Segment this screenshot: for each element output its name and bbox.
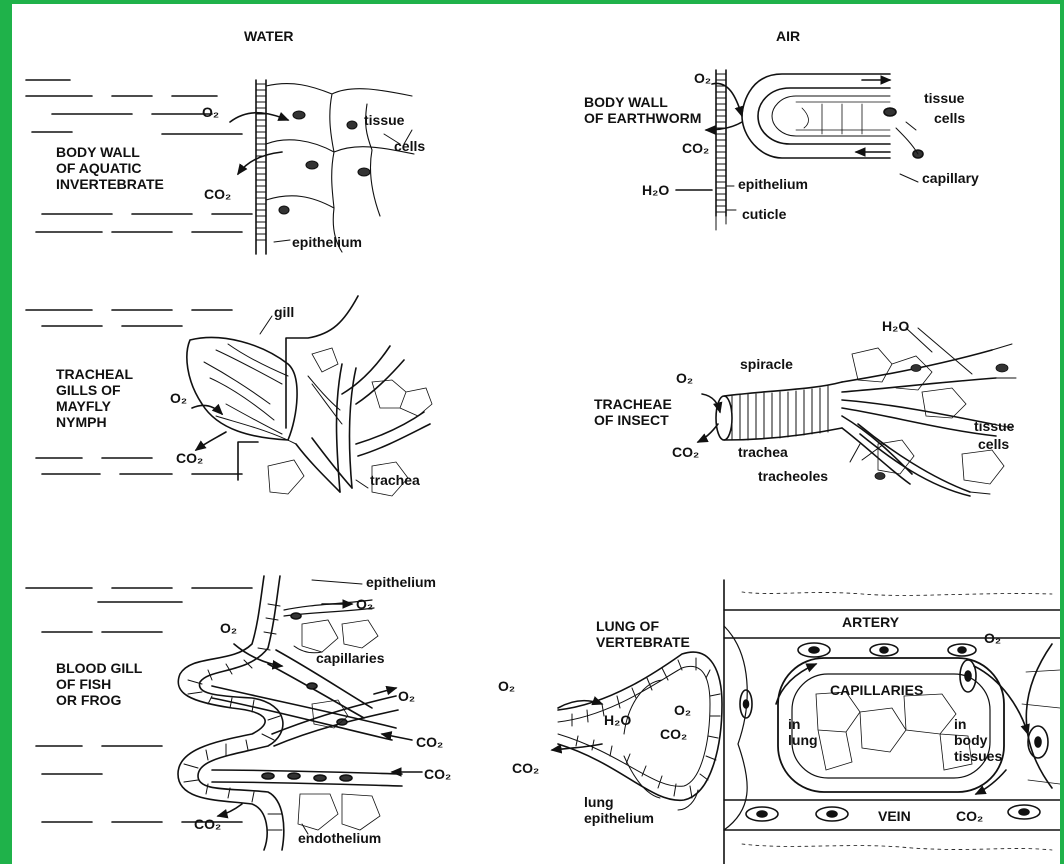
label-tissue: tissue <box>924 90 964 106</box>
co2-arrow-4 <box>698 424 718 442</box>
tissue-cells-4 <box>852 348 1008 484</box>
mayfly-title: TRACHEAL GILLS OF MAYFLY NYMPH <box>56 366 133 430</box>
label-gill: gill <box>274 304 294 320</box>
aquatic-title: BODY WALL OF AQUATIC INVERTEBRATE <box>56 144 164 192</box>
lung-sac-6 <box>558 652 722 800</box>
co2-arrow-3 <box>196 432 226 450</box>
label-epithelium: epithelium <box>292 234 362 250</box>
label-trachea: trachea <box>370 472 420 488</box>
gas-o2: O₂ <box>170 390 187 406</box>
gill-3 <box>187 337 297 444</box>
o2-arrow-5b <box>234 644 282 666</box>
body-wall-1 <box>256 80 266 254</box>
label-lung-epithelium: lung epithelium <box>584 794 654 826</box>
label-tracheoles: tracheoles <box>758 468 828 484</box>
gas-o2: O₂ <box>694 70 711 86</box>
label-cells: cells <box>978 436 1009 452</box>
gas-h2o: H₂O <box>604 712 631 728</box>
co2-arrow-6b <box>976 770 1006 794</box>
gas-o2: O₂ <box>202 104 219 120</box>
co2-arrow-2 <box>706 122 742 130</box>
gas-o2: O₂ <box>356 596 373 612</box>
gas-co2: CO₂ <box>956 808 983 824</box>
gas-o2: O₂ <box>498 678 515 694</box>
trachea-3 <box>296 346 430 492</box>
gill-lamellae-5 <box>178 576 284 850</box>
co2-arrow-1 <box>238 152 282 174</box>
gas-co2: CO₂ <box>194 816 221 832</box>
gas-o2: O₂ <box>984 630 1001 646</box>
label-cells: cells <box>934 110 965 126</box>
earthworm-title: BODY WALL OF EARTHWORM <box>584 94 701 126</box>
gas-co2: CO₂ <box>416 734 443 750</box>
label-trachea: trachea <box>738 444 788 460</box>
co2-arrow-5c <box>218 804 242 816</box>
label-capillaries: CAPILLARIES <box>830 682 923 698</box>
gas-h2o: H₂O <box>882 318 909 334</box>
label-spiracle: spiracle <box>740 356 793 372</box>
lung-title: LUNG OF VERTEBRATE <box>596 618 690 650</box>
label-artery: ARTERY <box>842 614 899 630</box>
gas-co2: CO₂ <box>682 140 709 156</box>
gas-o2: O₂ <box>674 702 691 718</box>
label-endothelium: endothelium <box>298 830 381 846</box>
insect-title: TRACHEAE OF INSECT <box>594 396 672 428</box>
label-capillary: capillary <box>922 170 979 186</box>
gas-o2: O₂ <box>398 688 415 704</box>
label-vein: VEIN <box>878 808 911 824</box>
gas-co2: CO₂ <box>672 444 699 460</box>
o2-arrow-6 <box>558 701 602 708</box>
label-epithelium: epithelium <box>366 574 436 590</box>
label-cuticle: cuticle <box>742 206 786 222</box>
label-tissue: tissue <box>974 418 1014 434</box>
heading-water: WATER <box>244 28 294 44</box>
gas-h2o: H₂O <box>642 182 669 198</box>
label-capillaries: capillaries <box>316 650 385 666</box>
gas-o2: O₂ <box>676 370 693 386</box>
fish-title: BLOOD GILL OF FISH OR FROG <box>56 660 142 708</box>
diagram-artwork <box>12 4 1060 864</box>
capillary-loop-2 <box>742 74 923 158</box>
gas-co2: CO₂ <box>204 186 231 202</box>
label-tissue: tissue <box>364 112 404 128</box>
label-in-lung: in lung <box>788 716 818 748</box>
gas-co2: CO₂ <box>660 726 687 742</box>
diagram-frame: WATER AIR BODY WALL OF AQUATIC INVERTEBR… <box>12 4 1060 864</box>
gas-co2: CO₂ <box>176 450 203 466</box>
o2-arrow-5c <box>374 688 396 694</box>
label-cells: cells <box>394 138 425 154</box>
gas-o2: O₂ <box>220 620 237 636</box>
body-wall-2 <box>716 70 726 230</box>
capillaries-5 <box>212 600 402 786</box>
gas-co2: CO₂ <box>424 766 451 782</box>
label-in-body-tissues: in body tissues <box>954 716 1002 764</box>
tissue-cells-1 <box>266 84 414 252</box>
heading-air: AIR <box>776 28 800 44</box>
label-epithelium: epithelium <box>738 176 808 192</box>
gas-co2: CO₂ <box>512 760 539 776</box>
